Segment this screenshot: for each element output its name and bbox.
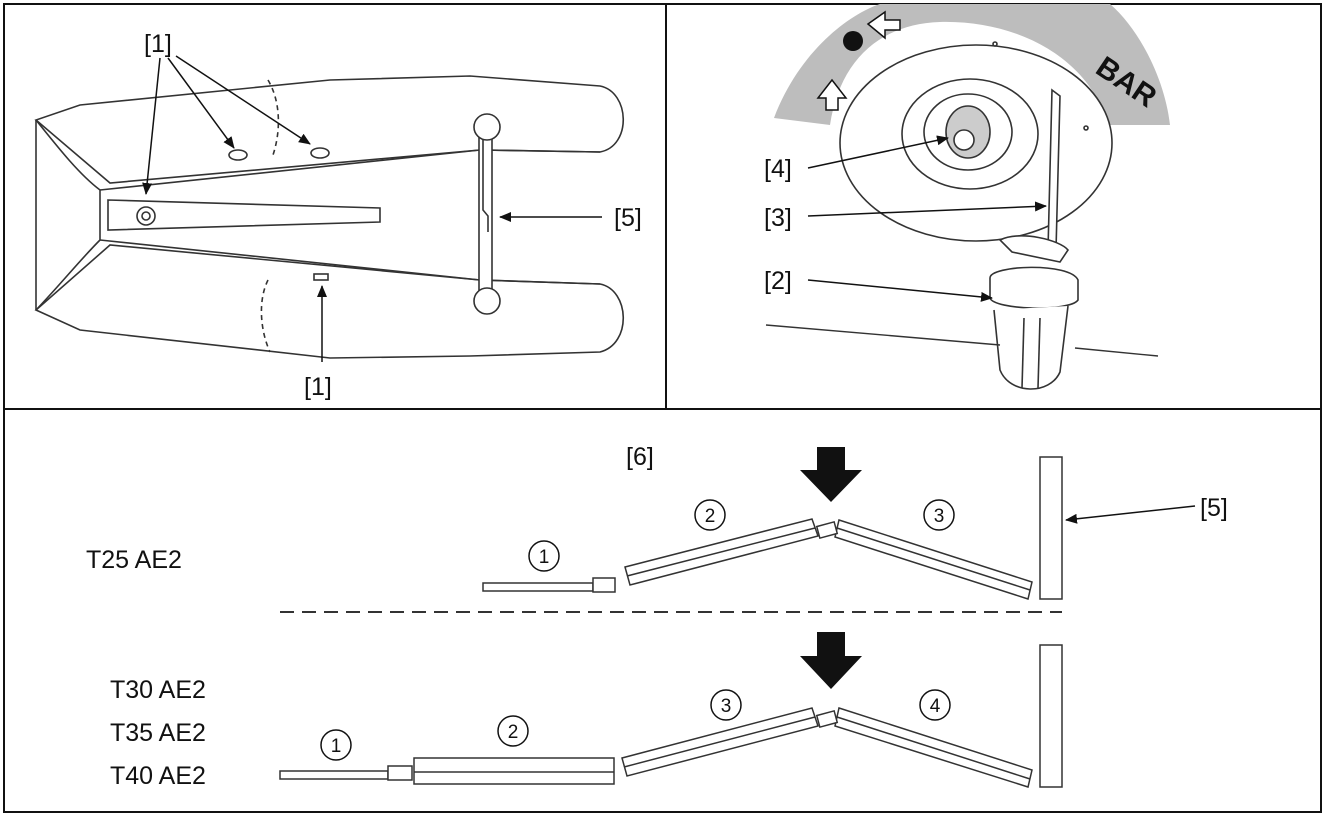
transom-frame xyxy=(473,113,501,315)
panel-number-badges-upper: 1 2 3 xyxy=(528,499,955,572)
gauge-dot-icon xyxy=(843,31,863,51)
panel-number-badges-lower: 1 2 3 4 xyxy=(320,689,951,761)
panel-number-badge: 1 xyxy=(539,547,550,568)
panel-number-badge: 2 xyxy=(508,722,519,743)
panel-floor-assembly: [6] [5] T25 AE2 T30 AE2 T35 AE2 T40 AE2 xyxy=(86,443,1228,790)
callout-label-1-bottom: [1] xyxy=(304,373,332,401)
callout-label-5: [5] xyxy=(614,204,642,232)
valve-body xyxy=(839,41,1113,242)
callout-label-5-bottom: [5] xyxy=(1200,494,1228,522)
callout-label-6: [6] xyxy=(626,443,654,471)
panel-boat-top-view: [1] [1] [5] xyxy=(34,30,642,401)
callout-label-2: [2] xyxy=(764,267,792,295)
inflatable-boat-outline xyxy=(34,75,624,359)
panel-number-badge: 4 xyxy=(930,696,941,717)
floor-assembly-upper xyxy=(482,456,1063,600)
diagram-frame xyxy=(3,3,1322,813)
callout-label-4: [4] xyxy=(764,155,792,183)
hull-edge-lines xyxy=(765,324,1159,357)
callout-label-3: [3] xyxy=(764,204,792,232)
model-label-lower-1: T30 AE2 xyxy=(110,676,206,704)
valve-cap xyxy=(989,88,1079,390)
model-label-lower-2: T35 AE2 xyxy=(110,719,206,747)
panel-valve-closeup: BAR [4] [3] [2] xyxy=(764,4,1170,390)
press-down-arrow-icon xyxy=(800,447,862,502)
arrow-icon xyxy=(816,10,901,111)
callout-leaders xyxy=(142,55,602,362)
callout-leaders xyxy=(807,135,1047,302)
press-down-arrow-icon xyxy=(800,632,862,689)
model-label-upper: T25 AE2 xyxy=(86,546,182,574)
valve-icon xyxy=(136,147,330,281)
callout-label-1-top: [1] xyxy=(144,30,172,58)
panel-number-badge: 1 xyxy=(331,736,342,757)
panel-number-badge: 3 xyxy=(934,506,945,527)
panel-number-badge: 3 xyxy=(721,696,732,717)
callout-leader-5 xyxy=(1065,505,1196,524)
model-label-lower-3: T40 AE2 xyxy=(110,762,206,790)
pressure-gauge-band xyxy=(774,4,1170,125)
floor-assembly-lower xyxy=(279,644,1063,788)
panel-number-badge: 2 xyxy=(705,506,716,527)
